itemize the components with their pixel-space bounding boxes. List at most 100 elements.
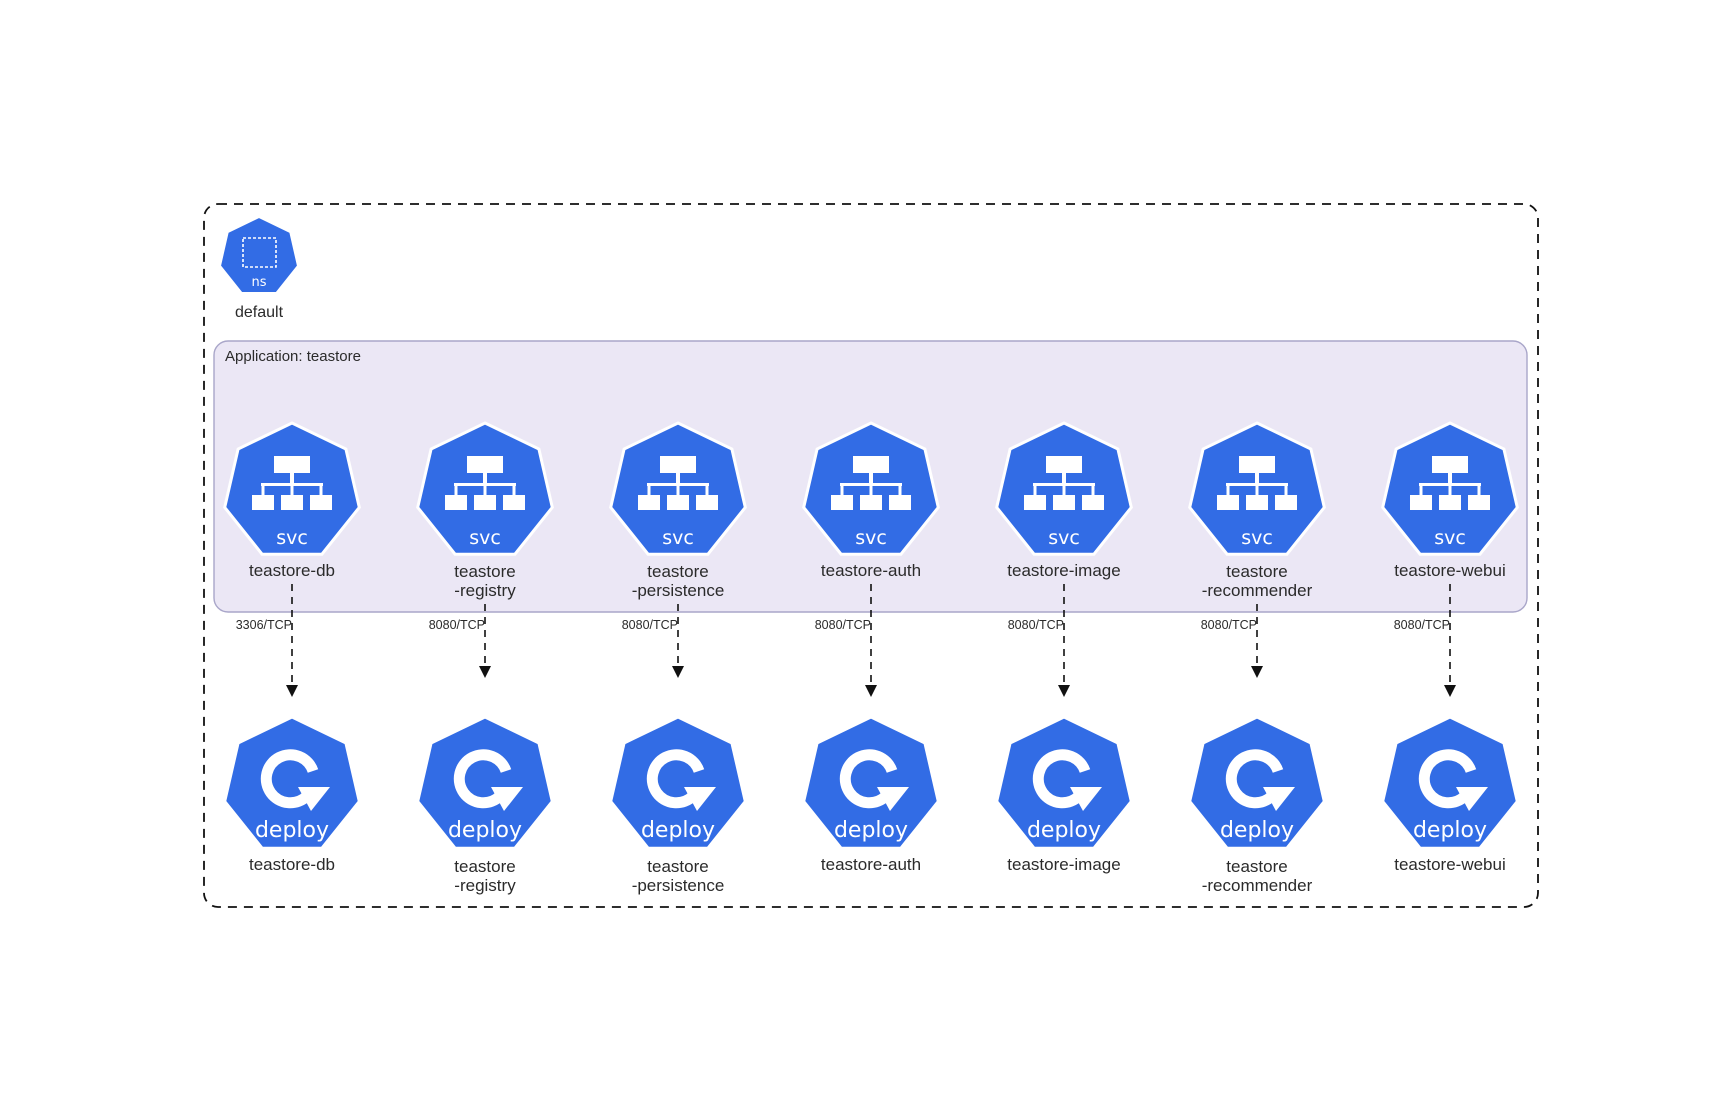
service-name: teastore-recommender	[1202, 562, 1313, 600]
service-node[interactable]: svc teastore-webui	[1381, 421, 1519, 580]
service-tree-glyph	[1410, 456, 1490, 510]
edge-port-label: 8080/TCP	[1008, 618, 1064, 632]
deployment-node[interactable]: deploy teastore-db	[223, 715, 361, 874]
deployment-icon-label: deploy	[834, 818, 908, 843]
rollout-arrowhead-icon	[298, 787, 330, 811]
namespace-name: default	[235, 304, 284, 321]
deployment-icon-label: deploy	[448, 818, 522, 843]
edge-svc-to-deploy: 8080/TCP	[622, 604, 684, 678]
deployment-icon-label: deploy	[1413, 818, 1487, 843]
namespace-cluster	[203, 203, 1539, 908]
service-name-line: teastore-db	[249, 561, 335, 580]
namespace-icon	[218, 215, 300, 294]
deployment-node[interactable]: deploy teastore-webui	[1381, 715, 1519, 874]
rollout-arrowhead-icon	[1456, 787, 1488, 811]
service-name-line: teastore-auth	[821, 561, 921, 580]
service-icon-label: svc	[276, 527, 308, 549]
service-name-line: teastore-image	[1007, 561, 1120, 580]
edge-port-label: 8080/TCP	[815, 618, 871, 632]
rollout-arrow-icon	[839, 749, 898, 809]
service-name: teastore-webui	[1394, 561, 1506, 580]
service-icon-label: svc	[1434, 527, 1466, 549]
deployments-layer: deployteastore-dbdeployteastore-registry…	[223, 715, 1519, 895]
service-node[interactable]: svc teastore-registry	[416, 421, 554, 600]
deployment-name-line: teastore-image	[1007, 855, 1120, 874]
deployment-name: teastore-webui	[1394, 855, 1506, 874]
deployment-name: teastore-db	[249, 855, 335, 874]
deployment-name-line: -recommender	[1202, 876, 1313, 895]
service-node[interactable]: svc teastore-auth	[802, 421, 940, 580]
namespace-glyph	[242, 237, 277, 268]
service-node[interactable]: svc teastore-image	[995, 421, 1133, 580]
edge-svc-to-deploy: 8080/TCP	[1008, 584, 1070, 697]
rollout-arrowhead-icon	[491, 787, 523, 811]
edge-svc-to-deploy: 8080/TCP	[429, 604, 491, 678]
edge-svc-to-deploy: 3306/TCP	[236, 584, 298, 697]
edge-port-label: 8080/TCP	[1394, 618, 1450, 632]
service-name: teastore-db	[249, 561, 335, 580]
deployment-icon	[609, 715, 747, 850]
service-name: teastore-registry	[454, 562, 516, 600]
deployment-node[interactable]: deploy teastore-persistence	[609, 715, 747, 895]
application-label: Application: teastore	[225, 348, 361, 365]
service-name-line: teastore	[1226, 562, 1287, 581]
rollout-arrowhead-icon	[877, 787, 909, 811]
deployment-icon	[802, 715, 940, 850]
service-tree-glyph	[638, 456, 718, 510]
deployment-icon-label: deploy	[1027, 818, 1101, 843]
rollout-arrow-icon	[260, 749, 319, 809]
service-tree-glyph	[831, 456, 911, 510]
service-icon-label: svc	[855, 527, 887, 549]
deployment-icon	[416, 715, 554, 850]
deployment-icon	[1381, 715, 1519, 850]
rollout-arrow-icon	[1032, 749, 1091, 809]
deployment-name-line: teastore-db	[249, 855, 335, 874]
edge-port-label: 8080/TCP	[429, 618, 485, 632]
deployment-icon-label: deploy	[641, 818, 715, 843]
rollout-arrow-icon	[1225, 749, 1284, 809]
namespace-icon-label: ns	[251, 275, 266, 290]
deployment-icon	[995, 715, 1133, 850]
deployment-name-line: -registry	[454, 876, 516, 895]
service-name: teastore-auth	[821, 561, 921, 580]
deployment-name-line: teastore	[454, 857, 515, 876]
deployment-name: teastore-auth	[821, 855, 921, 874]
service-icon-label: svc	[469, 527, 501, 549]
edge-port-label: 3306/TCP	[236, 618, 292, 632]
deployment-name-line: teastore	[647, 857, 708, 876]
deployment-node[interactable]: deploy teastore-recommender	[1188, 715, 1326, 895]
edge-svc-to-deploy: 8080/TCP	[1201, 604, 1263, 678]
services-layer: svcteastore-dbsvcteastore-registrysvctea…	[223, 421, 1519, 600]
service-icon-label: svc	[1048, 527, 1080, 549]
deployment-icon	[223, 715, 361, 850]
service-icon-label: svc	[662, 527, 694, 549]
service-tree-glyph	[445, 456, 525, 510]
service-name-line: -persistence	[632, 581, 725, 600]
service-node[interactable]: svc teastore-persistence	[609, 421, 747, 600]
deployment-name-line: -persistence	[632, 876, 725, 895]
deployment-name-line: teastore-auth	[821, 855, 921, 874]
rollout-arrow-icon	[1418, 749, 1477, 809]
service-name-line: teastore	[647, 562, 708, 581]
deployment-icon	[1188, 715, 1326, 850]
namespace-node[interactable]: ns default	[218, 215, 300, 321]
service-name-line: teastore	[454, 562, 515, 581]
service-tree-glyph	[1024, 456, 1104, 510]
service-node[interactable]: svc teastore-db	[223, 421, 361, 580]
deployment-name-line: teastore	[1226, 857, 1287, 876]
deployment-icon-label: deploy	[255, 818, 329, 843]
service-name-line: teastore-webui	[1394, 561, 1506, 580]
service-name-line: -registry	[454, 581, 516, 600]
deployment-node[interactable]: deploy teastore-registry	[416, 715, 554, 895]
deployment-icon-label: deploy	[1220, 818, 1294, 843]
service-name: teastore-persistence	[632, 562, 725, 600]
service-tree-glyph	[252, 456, 332, 510]
deployment-name-line: teastore-webui	[1394, 855, 1506, 874]
deployment-node[interactable]: deploy teastore-image	[995, 715, 1133, 874]
edges-layer: 3306/TCP 8080/TCP 8080/TCP 8080/TCP 8080/TCP…	[236, 584, 1456, 697]
deployment-node[interactable]: deploy teastore-auth	[802, 715, 940, 874]
edge-port-label: 8080/TCP	[622, 618, 678, 632]
rollout-arrowhead-icon	[1070, 787, 1102, 811]
deployment-name: teastore-image	[1007, 855, 1120, 874]
